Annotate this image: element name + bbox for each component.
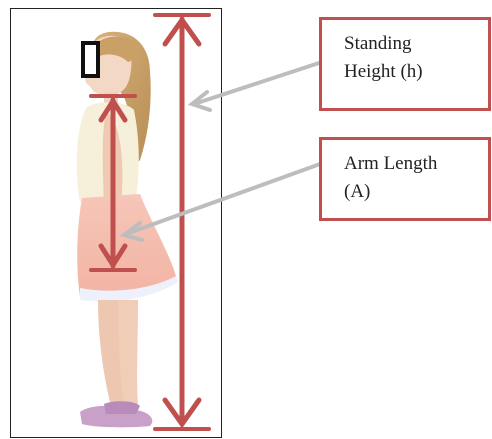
arm-pointer-line <box>126 164 320 234</box>
pointer-arrows <box>124 63 320 240</box>
standing-height-label-line1: Standing <box>344 30 478 58</box>
standing-height-label-line2: Height (h) <box>344 58 478 86</box>
height-pointer-line <box>194 63 319 104</box>
arm-length-callout: Arm Length (A) <box>319 137 491 221</box>
girl-figure <box>77 32 178 428</box>
face-marker <box>83 43 98 76</box>
arm-length-label-line2: (A) <box>344 178 478 206</box>
arm-length-label-line1: Arm Length <box>344 150 478 178</box>
standing-height-callout: Standing Height (h) <box>319 17 491 111</box>
